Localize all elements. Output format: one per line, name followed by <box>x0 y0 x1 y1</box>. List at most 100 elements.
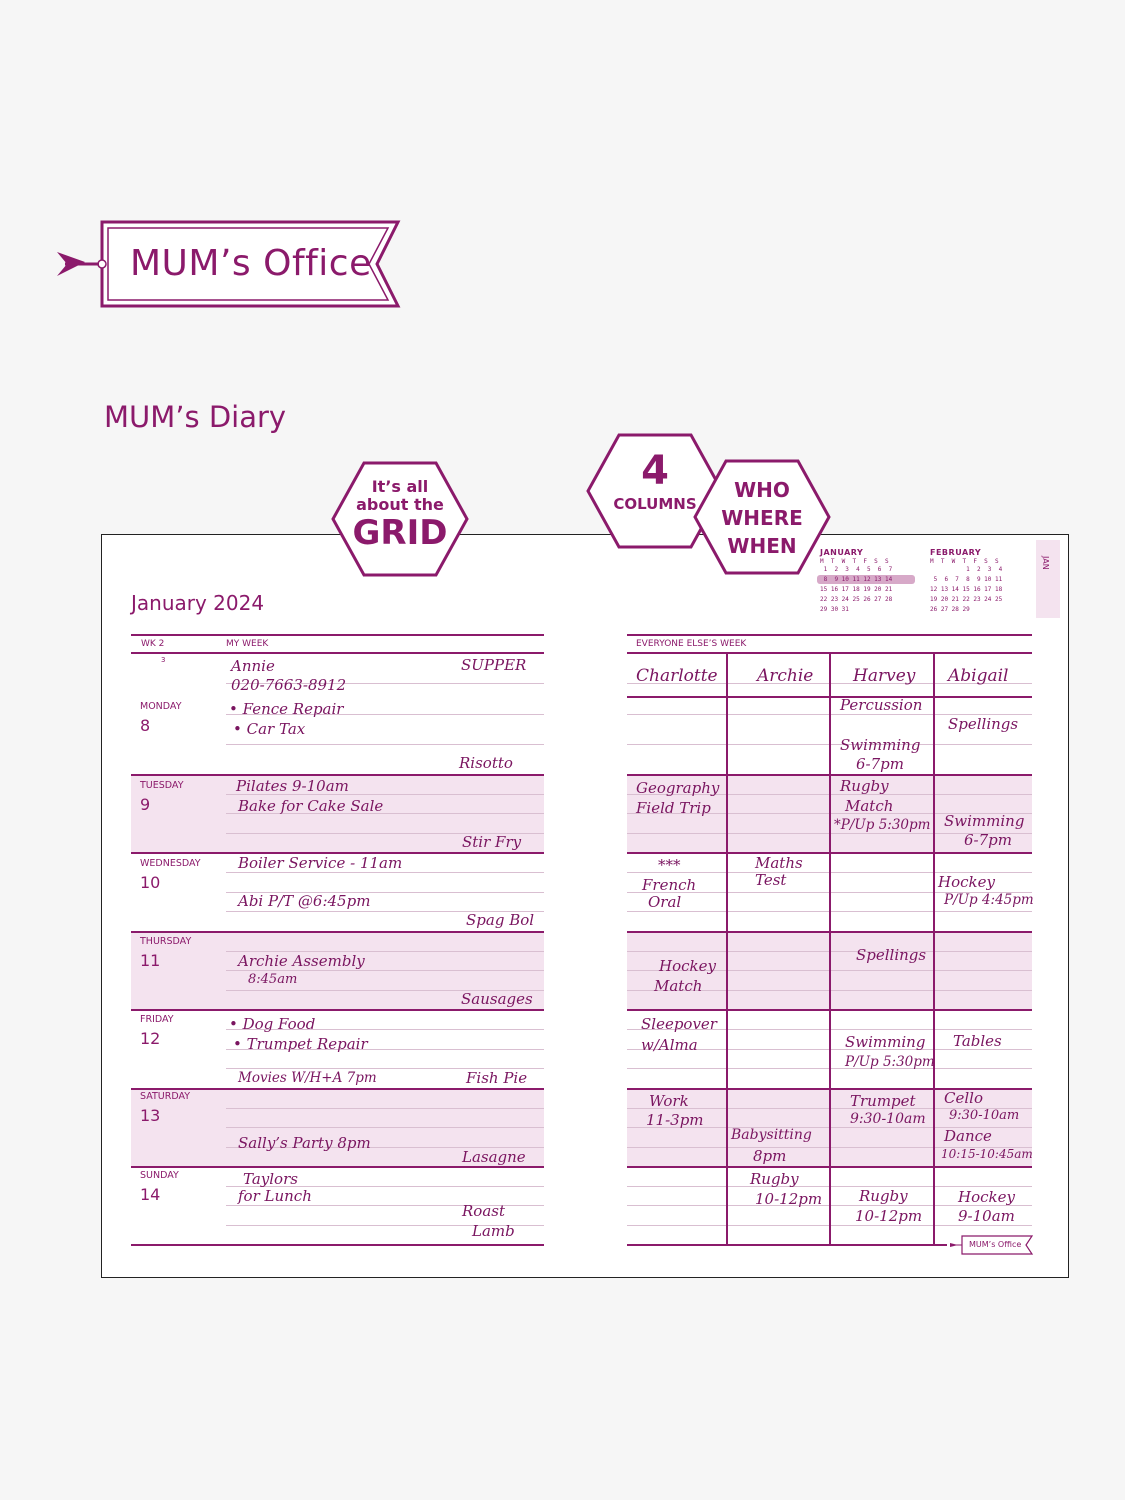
entry-text: Bake for Cake Sale <box>238 797 384 815</box>
entry-text: Sally’s Party 8pm <box>238 1134 371 1152</box>
meal-text: Lamb <box>472 1222 515 1240</box>
month-title: January 2024 <box>131 591 265 615</box>
day-number: 9 <box>140 795 151 814</box>
left-header-top-line <box>131 634 544 636</box>
entry-text: Movies W/H+A 7pm <box>238 1070 377 1086</box>
mini-cal-feb-row: 5 6 7 8 9 10 11 <box>930 576 1003 583</box>
meal-text: Sausages <box>461 990 533 1008</box>
cell-text: Swimming <box>845 1033 926 1051</box>
day-number: 14 <box>140 1185 161 1204</box>
meal-text: Fish Pie <box>466 1069 528 1087</box>
ruled-line <box>226 1029 544 1030</box>
mini-cal-jan-row: 8 9 10 11 12 13 14 <box>820 576 893 583</box>
brand-logo-text: MUM’s Office <box>130 243 372 284</box>
ruled-line <box>226 744 544 745</box>
day-name: SUNDAY <box>140 1170 179 1181</box>
cell-text: 6-7pm <box>856 755 904 773</box>
day-separator <box>131 852 544 854</box>
column-header-archie: Archie <box>757 666 814 686</box>
day-number: 8 <box>140 716 151 735</box>
day-number: 12 <box>140 1029 161 1048</box>
cell-text: 9:30-10am <box>949 1108 1020 1123</box>
ruled-line <box>226 1225 544 1226</box>
ruled-line <box>226 833 544 834</box>
day-name: FRIDAY <box>140 1014 174 1025</box>
column-header-charlotte: Charlotte <box>636 666 718 686</box>
day-number: 11 <box>140 951 161 970</box>
entry-text: • Fence Repair <box>229 700 344 718</box>
column-header-abigail: Abigail <box>948 666 1009 686</box>
cell-text: Rugby <box>840 777 889 795</box>
diary-title: MUM’s Diary <box>104 400 287 434</box>
footer-logo-tag <box>950 1235 1034 1255</box>
entry-text: • Trumpet Repair <box>233 1035 368 1053</box>
cell-text: Dance <box>944 1127 992 1145</box>
day-name: THURSDAY <box>140 936 192 947</box>
cell-text: P/Up 5:30pm <box>845 1054 935 1070</box>
day-name: MONDAY <box>140 701 182 712</box>
meal-text: Lasagne <box>462 1148 526 1166</box>
cell-text: Spellings <box>856 946 927 964</box>
entry-text: for Lunch <box>238 1187 312 1205</box>
ruled-line <box>226 1068 544 1069</box>
cell-text: 11-3pm <box>646 1111 704 1129</box>
meal-text: Spag Bol <box>466 911 535 929</box>
cell-text: w/Alma <box>641 1036 698 1054</box>
cell-text: 9:30-10am <box>850 1111 926 1127</box>
ruled-line <box>226 714 544 715</box>
footer-logo-text: MUM’s Office <box>969 1240 1022 1249</box>
day-name: SATURDAY <box>140 1091 191 1102</box>
entry-text: 020-7663-8912 <box>231 676 347 694</box>
ruled-line <box>226 872 544 873</box>
mini-cal-jan-header: M T W T F S S <box>820 558 889 565</box>
right-header-bottom-line <box>627 652 1032 654</box>
cell-text: 10:15-10:45am <box>941 1147 1033 1161</box>
entry-text: Annie <box>231 657 275 675</box>
cell-text: Rugby <box>750 1170 799 1188</box>
mini-cal-feb-row: 12 13 14 15 16 17 18 <box>930 586 1003 593</box>
week-label: WK 2 <box>141 639 165 649</box>
cell-text: French <box>642 876 697 894</box>
who-where-when-text: WHO WHERE WHEN <box>721 478 803 558</box>
mini-cal-jan-row: 29 30 31 <box>820 606 849 613</box>
month-tab[interactable] <box>1036 540 1060 618</box>
cell-text: Swimming <box>944 812 1025 830</box>
right-header-top-line <box>627 634 1032 636</box>
entry-text: • Dog Food <box>229 1015 316 1033</box>
cell-text: Babysitting <box>731 1127 812 1143</box>
cell-text: Maths <box>755 854 803 872</box>
cell-text: Trumpet <box>850 1092 916 1110</box>
cell-text: Cello <box>944 1089 983 1107</box>
mini-cal-jan-row: 1 2 3 4 5 6 7 <box>820 566 893 573</box>
day-band <box>131 932 544 1010</box>
mini-cal-feb-header: M T W T F S S <box>930 558 999 565</box>
cell-text: Hockey <box>938 873 995 891</box>
cell-text: Oral <box>648 893 682 911</box>
cell-text: Match <box>845 797 894 815</box>
ruled-line <box>226 813 544 814</box>
brand-logo-tag <box>57 220 401 308</box>
entry-text: 8:45am <box>248 972 298 987</box>
cell-text: Hockey <box>659 957 716 975</box>
day-name: TUESDAY <box>140 780 184 791</box>
cell-text: P/Up 4:45pm <box>944 892 1034 908</box>
mini-cal-jan-row: 22 23 24 25 26 27 28 <box>820 596 893 603</box>
day-band <box>131 775 544 853</box>
entry-text: Archie Assembly <box>238 952 365 970</box>
day-separator <box>131 1166 544 1168</box>
cell-text: Hockey <box>958 1188 1015 1206</box>
ruled-line <box>226 1205 544 1206</box>
ruled-line <box>226 683 544 684</box>
columns-badge-text: 4 COLUMNS <box>613 448 697 513</box>
ruled-line <box>226 1186 544 1187</box>
column-divider <box>933 653 935 1245</box>
cell-text: Geography <box>636 779 720 797</box>
my-week-header: MY WEEK <box>226 639 269 649</box>
day-separator <box>131 1009 544 1011</box>
top-cell-number: 3 <box>161 656 166 664</box>
grid-badge-hexagon <box>331 461 469 577</box>
cell-text: 9-10am <box>958 1207 1015 1225</box>
ruled-line <box>226 1108 544 1109</box>
day-separator <box>131 931 544 933</box>
month-tab-label: JAN <box>1041 556 1050 570</box>
